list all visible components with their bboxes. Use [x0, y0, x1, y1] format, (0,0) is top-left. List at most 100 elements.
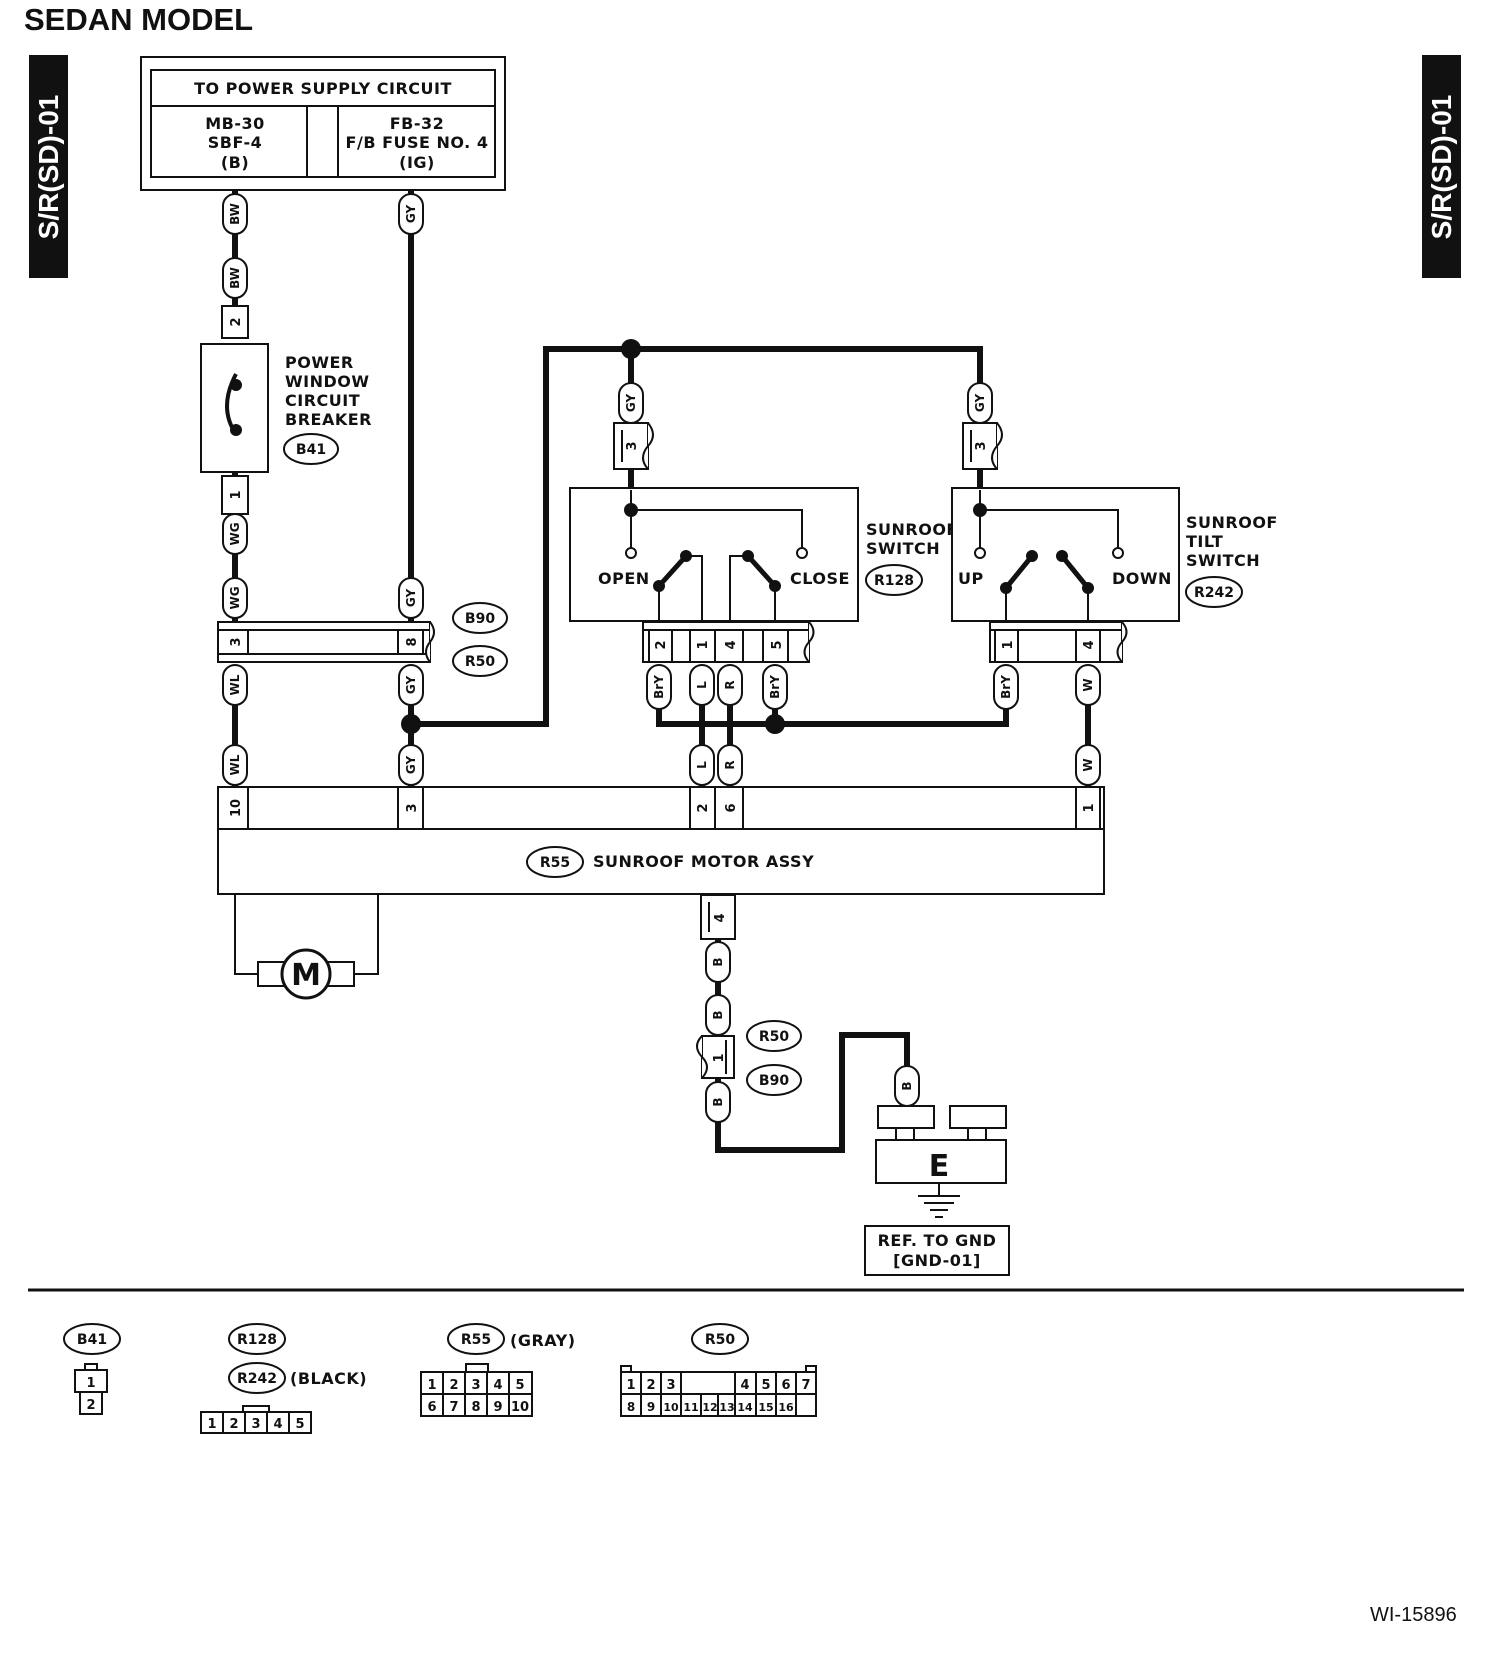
breaker-label: POWER	[285, 353, 354, 372]
connector-badge	[746, 1064, 802, 1096]
power-right-line: F/B FUSE NO. 4	[346, 133, 489, 152]
motor-symbol: M	[291, 958, 321, 993]
wire-tag-r: R	[723, 680, 737, 689]
side-tab-left: S/R(SD)-01	[29, 55, 68, 278]
motor-pin: 10	[229, 799, 244, 817]
wire-tag-l: L	[695, 681, 709, 689]
wire-tag-bw: BW	[228, 267, 242, 289]
legend-r55-color: (GRAY)	[510, 1331, 576, 1350]
junction-pin: 8	[405, 637, 420, 646]
switch-connector: R128	[874, 573, 914, 589]
breaker-pin: 2	[229, 317, 244, 326]
wire-tag-bry: BrY	[768, 675, 782, 699]
ground-pin: 1	[712, 1053, 727, 1062]
tilt-down-label: DOWN	[1112, 569, 1172, 588]
ground-connector	[696, 1035, 735, 1079]
breaker-label: CIRCUIT	[285, 391, 360, 410]
legend-b41-connector	[74, 1363, 108, 1415]
junction-connector-b90: B90	[465, 611, 495, 627]
tilt-label: SUNROOF	[1186, 513, 1278, 532]
connector-badge	[691, 1323, 749, 1355]
wire-color-tags	[222, 193, 1101, 1123]
switch-pin: 3	[625, 441, 640, 450]
connector-badge	[1185, 576, 1243, 608]
legend-pin: 3	[471, 1378, 480, 1393]
motor-pin: 1	[1082, 803, 1097, 812]
connector-badge	[746, 1020, 802, 1052]
ground-terminal	[864, 1105, 1010, 1276]
connector-badge	[63, 1323, 121, 1355]
wire-tag-bry: BrY	[652, 675, 666, 699]
power-header: TO POWER SUPPLY CIRCUIT	[194, 79, 452, 98]
legend-pin: 1	[626, 1378, 635, 1393]
wire-tag-gy: GY	[973, 394, 987, 413]
legend-pin: 3	[251, 1417, 260, 1432]
legend-pin: 6	[427, 1400, 436, 1415]
legend-pin: 16	[778, 1401, 794, 1414]
wire-tag-wg: WG	[228, 522, 242, 545]
tilt-label: SWITCH	[1186, 551, 1260, 570]
wire-tag-bw: BW	[228, 203, 242, 225]
legend-r128-color: (BLACK)	[290, 1369, 367, 1388]
motor-pin: 6	[724, 803, 739, 812]
motor-pin: 3	[405, 803, 420, 812]
wire-tag-w: W	[1081, 758, 1095, 771]
ground-connector-r50: R50	[759, 1029, 790, 1045]
legend-pin: 1	[86, 1376, 95, 1391]
legend-pin: 11	[683, 1401, 698, 1414]
legend-r55-name: R55	[461, 1332, 491, 1348]
diagram-title: SEDAN MODEL	[24, 2, 254, 37]
legend-r128-connector	[200, 1405, 312, 1434]
junction-connector-r50: R50	[465, 654, 496, 670]
wire-tag-b: B	[711, 1097, 725, 1106]
tilt-pin: 1	[1001, 640, 1016, 649]
legend-pin: 6	[781, 1378, 790, 1393]
side-tab-right: S/R(SD)-01	[1422, 55, 1461, 278]
breaker-label: WINDOW	[285, 372, 370, 391]
legend-pin: 1	[207, 1417, 216, 1432]
power-right-line: (IG)	[399, 153, 435, 172]
legend-pin: 3	[666, 1378, 675, 1393]
wire-tag-r: R	[723, 760, 737, 769]
legend-pin: 2	[449, 1378, 458, 1393]
legend-pin: 14	[737, 1401, 753, 1414]
tilt-pin: 3	[974, 441, 989, 450]
connector-badge	[865, 564, 923, 596]
legend-pin: 15	[758, 1401, 773, 1414]
wire-tag-gy: GY	[624, 394, 638, 413]
legend-pin: 12	[702, 1401, 717, 1414]
ground-ref: REF. TO GND	[878, 1231, 997, 1250]
legend-pin: 4	[740, 1378, 749, 1393]
wire-tag-w: W	[1081, 678, 1095, 691]
figure-code: WI-15896	[1370, 1604, 1457, 1626]
tilt-up-label: UP	[958, 569, 984, 588]
legend-r242-name: R242	[237, 1371, 277, 1387]
tilt-pin: 4	[1082, 640, 1097, 649]
connector-badge	[526, 846, 584, 878]
wire-tag-gy: GY	[404, 205, 418, 224]
ground-symbol: E	[929, 1149, 950, 1184]
ground-ref: [GND-01]	[893, 1251, 981, 1270]
legend-pin: 4	[273, 1417, 282, 1432]
motor-pin: 2	[696, 803, 711, 812]
breaker-connector: B41	[296, 442, 326, 458]
wire-tag-b: B	[711, 957, 725, 966]
breaker-label: BREAKER	[285, 410, 372, 429]
wire-tag-wl: WL	[228, 674, 242, 695]
legend-pin: 7	[449, 1400, 458, 1415]
legend-pin: 5	[515, 1378, 524, 1393]
wire-tag-wg: WG	[228, 586, 242, 609]
legend-pin: 2	[86, 1398, 95, 1413]
wire-tag-b: B	[711, 1010, 725, 1019]
switch-open-label: OPEN	[598, 569, 650, 588]
connector-badge	[452, 602, 508, 634]
legend-pin: 13	[719, 1401, 734, 1414]
breaker-pin: 1	[229, 490, 244, 499]
power-left-line: (B)	[221, 153, 249, 172]
wire-tag-b: B	[900, 1081, 914, 1090]
legend-r50-name: R50	[705, 1332, 736, 1348]
switch-pin: 5	[770, 640, 785, 649]
legend-pin: 1	[427, 1378, 436, 1393]
legend-b41-name: B41	[77, 1332, 107, 1348]
